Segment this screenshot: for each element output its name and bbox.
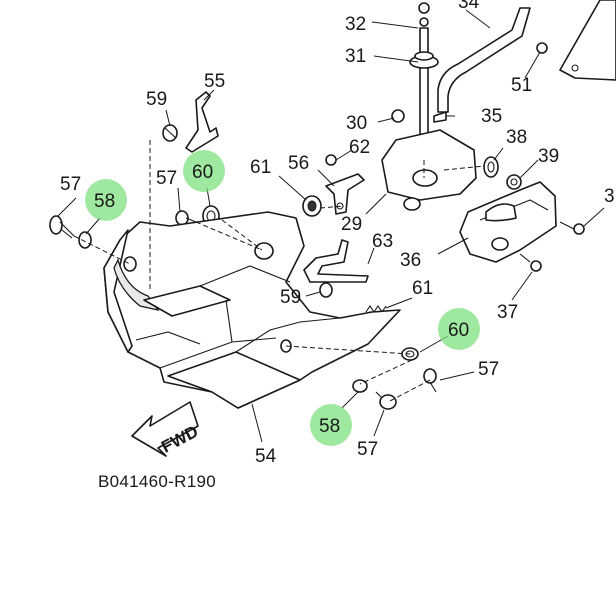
callout-3: 3	[604, 186, 615, 207]
bolt-62	[325, 154, 337, 166]
callout-34: 34	[458, 0, 480, 13]
clip-63	[303, 239, 369, 283]
callout-32: 32	[345, 14, 366, 35]
cowling-54	[103, 211, 401, 409]
washer-38	[483, 156, 499, 178]
callout-36: 36	[400, 250, 421, 271]
callout-30: 30	[346, 113, 367, 134]
grommet-59-lower	[319, 282, 333, 298]
bolt-51	[536, 42, 548, 54]
callout-61-lower: 61	[412, 278, 433, 299]
callout-35: 35	[481, 106, 502, 127]
bolt-37	[519, 253, 542, 272]
leader-lines	[57, 9, 605, 443]
callout-59-lower: 59	[280, 287, 301, 308]
bracket-36	[459, 181, 557, 263]
screw-35	[433, 111, 447, 123]
bolt-3	[559, 221, 585, 235]
reference-code: B041460-R190	[98, 472, 216, 491]
callout-57-bottom: 57	[357, 439, 378, 460]
callout-55: 55	[204, 71, 225, 92]
callout-58-left: 58	[94, 191, 115, 212]
highlight-58-lower	[310, 404, 352, 446]
bracket-29	[381, 109, 477, 211]
callout-39: 39	[538, 146, 559, 167]
callout-57-right: 57	[478, 359, 499, 380]
collar-61-upper	[302, 195, 322, 217]
callout-62: 62	[349, 137, 370, 158]
bolt-57-right	[423, 368, 437, 393]
washer-58-lower	[352, 379, 368, 393]
callout-37: 37	[497, 302, 518, 323]
callout-59-upper: 59	[146, 89, 167, 110]
callout-57-upper: 57	[156, 168, 177, 189]
highlight-60-lower	[438, 308, 480, 350]
bracket-top-right	[559, 0, 616, 81]
callout-60-upper: 60	[192, 162, 213, 183]
highlight-58-left	[85, 179, 127, 221]
callout-31: 31	[345, 46, 366, 67]
callout-labels: 34 32 31 51 35 30 38 39 3 59 55 57 60 58…	[60, 0, 615, 467]
highlight-markers	[85, 150, 480, 446]
bolt-57-bottom	[375, 391, 397, 410]
linkage-rod-34	[437, 7, 531, 113]
fwd-arrow: FWD	[131, 401, 201, 457]
callout-29: 29	[341, 214, 362, 235]
bolt-57-left	[49, 215, 75, 239]
assembly-lines	[73, 140, 485, 403]
callout-63: 63	[372, 231, 393, 252]
callout-60-lower: 60	[448, 320, 469, 341]
grommet-59-upper	[162, 124, 178, 142]
callout-61-upper: 61	[250, 157, 271, 178]
callout-54: 54	[255, 446, 277, 467]
callout-38: 38	[506, 127, 527, 148]
highlight-60-upper	[183, 150, 225, 192]
callout-51: 51	[511, 75, 532, 96]
nut-39	[506, 174, 522, 190]
washer-58-left	[78, 231, 92, 249]
callout-56: 56	[288, 153, 309, 174]
bracket-56	[325, 173, 365, 215]
callout-57-left: 57	[60, 174, 81, 195]
callout-58-lower: 58	[319, 416, 340, 437]
bracket-55	[185, 91, 219, 153]
